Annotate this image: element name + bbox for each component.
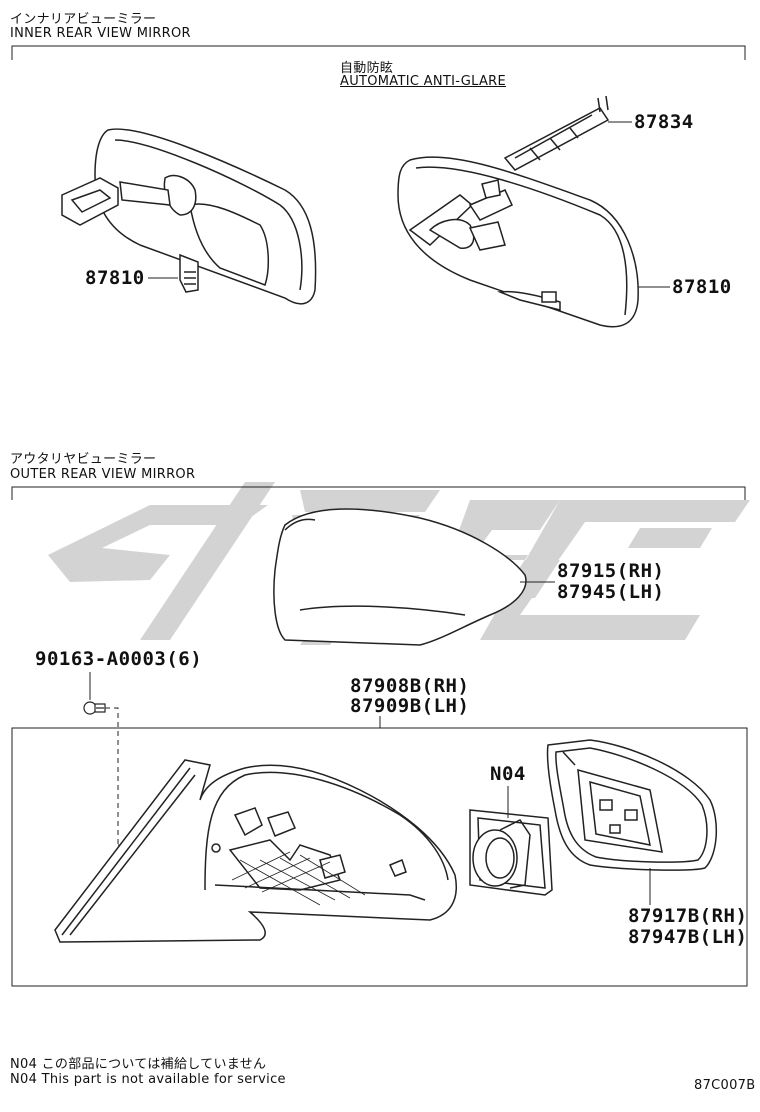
mirror-housing-drawing	[54, 759, 457, 943]
outer-title-jp: アウタリヤビューミラー	[10, 452, 157, 467]
inner-title-en: INNER REAR VIEW MIRROR	[10, 26, 191, 41]
figure-code: 87C007B	[694, 1078, 756, 1093]
part-number-87915-rh[interactable]: 87915(RH)	[557, 560, 665, 582]
part-number-screw[interactable]: 90163-A0003(6)	[35, 648, 203, 670]
part-number-87945-lh[interactable]: 87945(LH)	[557, 581, 665, 603]
actuator-drawing	[469, 809, 553, 896]
part-number-87834[interactable]: 87834	[634, 111, 694, 133]
part-number-87909b-lh[interactable]: 87909B(LH)	[350, 695, 470, 717]
mirror-glass-drawing	[546, 739, 718, 871]
part-number-87908b-rh[interactable]: 87908B(RH)	[350, 675, 470, 697]
part-number-87917b-rh[interactable]: 87917B(RH)	[628, 905, 748, 927]
inner-subtitle-en: AUTOMATIC ANTI-GLARE	[340, 74, 506, 89]
inner-title-jp: インナリアビューミラー	[10, 12, 157, 27]
outer-title-en: OUTER REAR VIEW MIRROR	[10, 467, 196, 482]
part-number-87947b-lh[interactable]: 87947B(LH)	[628, 926, 748, 948]
mirror-cover-drawing	[273, 508, 527, 646]
note-jp: N04 この部品については補給していません	[10, 1057, 267, 1072]
part-code-n04[interactable]: N04	[490, 763, 526, 785]
part-number-87810-right[interactable]: 87810	[672, 276, 732, 298]
inner-mirror-left-drawing	[61, 128, 317, 305]
inner-mirror-right-drawing	[397, 95, 639, 328]
inner-subtitle-jp: 自動防眩	[340, 61, 394, 76]
note-en: N04 This part is not available for servi…	[10, 1072, 286, 1087]
part-number-87810-left[interactable]: 87810	[85, 267, 145, 289]
screw-drawing	[83, 701, 106, 715]
